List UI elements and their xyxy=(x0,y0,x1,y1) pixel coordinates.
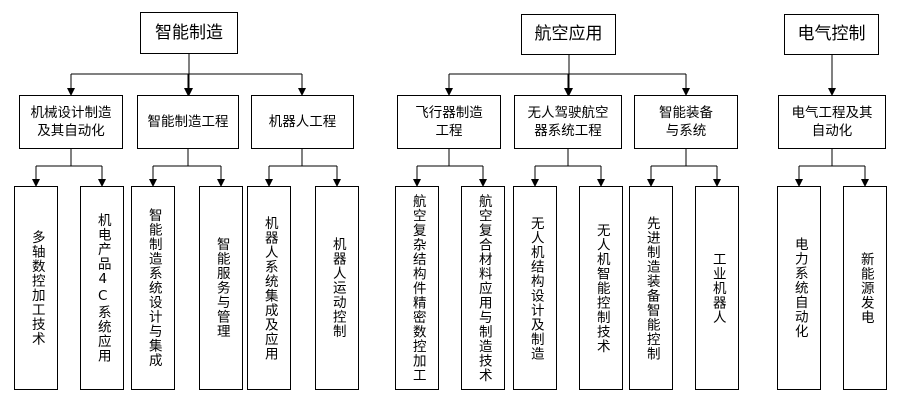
leaf-label: 无人机智能控制技术 xyxy=(593,222,610,354)
leaf-uav-smart-control: 无人机智能控制技术 xyxy=(579,186,623,390)
major-intelligent-manufacturing-engineering: 智能制造工程 xyxy=(137,95,239,149)
category-aviation-application: 航空应用 xyxy=(521,14,616,55)
leaf-robot-motion-control: 机器人运动控制 xyxy=(315,186,359,390)
major-mechanical-design: 机械设计制造 及其自动化 xyxy=(19,95,123,149)
major-label: 智能制造工程 xyxy=(147,113,229,130)
major-electrical-engineering: 电气工程及其 自动化 xyxy=(778,95,886,149)
leaf-label: 无人机结构设计及制造 xyxy=(527,215,544,361)
leaf-label: 机器人运动控制 xyxy=(329,237,346,339)
category-intelligent-manufacturing: 智能制造 xyxy=(140,12,238,54)
category-label: 电气控制 xyxy=(797,24,866,45)
leaf-smart-service-management: 智能服务与管理 xyxy=(199,186,243,390)
major-label: 飞行器制造 工程 xyxy=(415,104,483,139)
major-label: 机械设计制造 及其自动化 xyxy=(30,104,112,139)
category-electrical-control: 电气控制 xyxy=(784,14,879,55)
leaf-label: 多轴数控加工技术 xyxy=(28,230,45,346)
leaf-system-design-integration: 智能制造系统设计与集成 xyxy=(131,186,175,390)
major-robotics-engineering: 机器人工程 xyxy=(251,95,354,149)
leaf-label: 航空复合材料应用与制造技术 xyxy=(475,193,492,383)
leaf-label: 机器人系统集成及应用 xyxy=(261,215,278,361)
leaf-advanced-equipment-control: 先进制造装备智能控制 xyxy=(629,186,673,390)
leaf-label: 电力系统自动化 xyxy=(791,237,808,339)
leaf-label: 机电产品4C系统应用 xyxy=(94,213,111,363)
leaf-mechatronics-4c: 机电产品4C系统应用 xyxy=(80,186,124,390)
major-uav-systems: 无人驾驶航空 器系统工程 xyxy=(514,95,622,149)
major-label: 智能装备 与系统 xyxy=(659,104,713,139)
leaf-power-system-automation: 电力系统自动化 xyxy=(777,186,821,390)
leaf-label: 航空复杂结构件精密数控加工 xyxy=(409,193,426,383)
leaf-label: 智能服务与管理 xyxy=(213,237,230,339)
leaf-new-energy-generation: 新能源发电 xyxy=(843,186,887,390)
leaf-label: 新能源发电 xyxy=(857,251,874,325)
major-label: 电气工程及其 自动化 xyxy=(791,104,873,139)
leaf-aviation-composites: 航空复合材料应用与制造技术 xyxy=(461,186,505,390)
leaf-multi-axis-cnc: 多轴数控加工技术 xyxy=(14,186,58,390)
major-label: 机器人工程 xyxy=(268,113,337,130)
major-aircraft-manufacturing: 飞行器制造 工程 xyxy=(397,95,501,149)
leaf-robot-system-integration: 机器人系统集成及应用 xyxy=(247,186,291,390)
category-label: 航空应用 xyxy=(534,24,603,45)
leaf-label: 工业机器人 xyxy=(709,251,726,325)
leaf-label: 智能制造系统设计与集成 xyxy=(145,208,162,368)
leaf-label: 先进制造装备智能控制 xyxy=(643,215,660,361)
leaf-industrial-robot: 工业机器人 xyxy=(695,186,739,390)
leaf-uav-structure-design: 无人机结构设计及制造 xyxy=(513,186,557,390)
major-intelligent-equipment: 智能装备 与系统 xyxy=(634,95,738,149)
category-label: 智能制造 xyxy=(155,22,223,43)
major-label: 无人驾驶航空 器系统工程 xyxy=(527,104,609,139)
leaf-aviation-precision-cnc: 航空复杂结构件精密数控加工 xyxy=(395,186,439,390)
